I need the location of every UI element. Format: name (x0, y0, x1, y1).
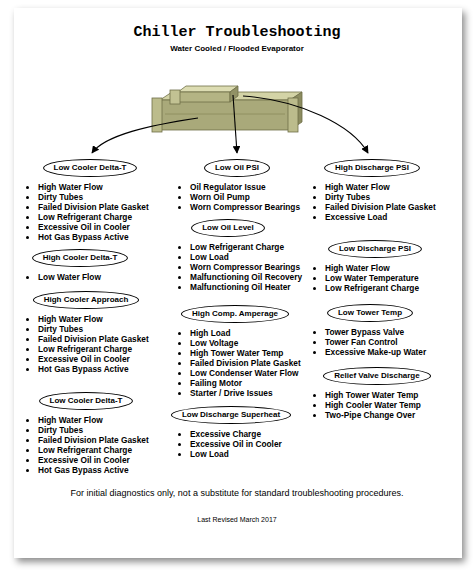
cause-item: Low Refrigerant Charge (325, 283, 455, 293)
symptom-group: Relief Valve DischargeHigh Tower Water T… (315, 364, 455, 420)
cause-item: Excessive Oil in Cooler (38, 455, 178, 465)
symptom-group: Low Cooler Delta-T High Water FlowDirty T… (28, 389, 178, 475)
cause-item: High Tower Water Temp (325, 390, 455, 400)
cause-item: Low Water Flow (38, 272, 178, 282)
cause-item: Malfunctioning Oil Recovery (190, 272, 320, 282)
cause-item: Hot Gas Bypass Active (38, 232, 178, 242)
cause-list: High LoadLow VoltageHigh Tower Water Tem… (180, 328, 320, 398)
cause-item: Low Load (190, 252, 320, 262)
symptom-group: High Cooler ApproachHigh Water FlowDirty… (28, 288, 178, 374)
cause-item: Low Condenser Water Flow (190, 368, 320, 378)
cause-item: Hot Gas Bypass Active (38, 364, 178, 374)
cause-item: High Water Flow (38, 415, 178, 425)
symptom-group: Low Tower TempTower Bypass ValveTower Fa… (315, 301, 455, 357)
cause-item: Excessive Make-up Water (325, 347, 455, 357)
cause-item: High Load (190, 328, 320, 338)
cause-item: Excessive Load (325, 212, 455, 222)
cause-list: High Water FlowDirty TubesFailed Divisio… (28, 314, 178, 374)
cause-item: Two-Pipe Change Over (325, 410, 455, 420)
symptom-group: High Cooler Delta-T Low Water Flow (28, 246, 178, 282)
cause-item: Worn Compressor Bearings (190, 262, 320, 272)
symptom-oval: High Comp. Amperage (181, 305, 289, 323)
cause-list: High Water FlowLow Water TemperatureLow … (315, 263, 455, 293)
symptom-oval: Low Discharge PSI (328, 240, 422, 258)
chiller-body (152, 86, 302, 132)
cause-list: High Water FlowDirty TubesFailed Divisio… (28, 415, 178, 475)
branch-arrows (92, 95, 368, 153)
symptom-oval: Low Cooler Delta-T (39, 392, 134, 410)
symptom-group: High Comp. AmperageHigh LoadLow VoltageH… (180, 302, 320, 398)
cause-item: Oil Regulator Issue (190, 182, 320, 192)
cause-list: Tower Bypass ValveTower Fan ControlExces… (315, 327, 455, 357)
cause-item: Excessive Oil in Cooler (190, 439, 320, 449)
cause-item: High Water Flow (38, 314, 178, 324)
cause-item: Excessive Oil in Cooler (38, 354, 178, 364)
cause-item: Tower Bypass Valve (325, 327, 455, 337)
cause-item: Dirty Tubes (38, 324, 178, 334)
cause-list: Oil Regulator IssueWorn Oil PumpWorn Com… (180, 182, 320, 212)
subtitle: Water Cooled / Flooded Evaporator (0, 44, 474, 53)
cause-item: Malfunctioning Oil Heater (190, 282, 320, 292)
cause-list: Low Water Flow (28, 272, 178, 282)
cause-item: Failed Division Plate Gasket (190, 358, 320, 368)
cause-item: High Water Flow (38, 182, 178, 192)
symptom-group: Low Oil PSI Oil Regulator IssueWorn Oil P… (180, 156, 320, 212)
revision-note: Last Revised March 2017 (0, 516, 474, 523)
symptom-group: Low Discharge PSI High Water FlowLow Wate… (315, 237, 455, 293)
cause-list: Low Refrigerant ChargeLow LoadWorn Compr… (180, 242, 320, 292)
symptom-oval: High Discharge PSI (324, 159, 420, 177)
cause-item: Failed Division Plate Gasket (38, 202, 178, 212)
symptom-oval: Low Oil Level (191, 219, 265, 237)
cause-item: High Water Flow (325, 182, 455, 192)
symptom-oval: High Cooler Delta-T (32, 249, 129, 267)
symptom-oval: High Cooler Approach (33, 291, 140, 309)
symptom-oval: Low Tower Temp (327, 304, 413, 322)
symptom-oval: Low Cooler Delta-T (43, 159, 138, 177)
caption: For initial diagnostics only, not a subs… (20, 488, 454, 498)
title: Chiller Troubleshooting (0, 24, 474, 41)
cause-list: High Water FlowDirty TubesFailed Divisio… (28, 182, 178, 242)
symptom-group: Low Discharge SuperheatExcessive ChargeE… (180, 403, 320, 459)
cause-item: Excessive Oil in Cooler (38, 222, 178, 232)
cause-item: Low Refrigerant Charge (38, 445, 178, 455)
symptom-group: Low Oil LevelLow Refrigerant ChargeLow L… (180, 216, 320, 292)
cause-item: Failing Motor (190, 378, 320, 388)
cause-item: Low Refrigerant Charge (38, 344, 178, 354)
symptom-oval: Relief Valve Discharge (323, 367, 430, 385)
cause-item: Excessive Charge (190, 429, 320, 439)
cause-list: High Tower Water TempHigh Cooler Water T… (315, 390, 455, 420)
cause-item: Dirty Tubes (325, 192, 455, 202)
cause-item: Low Water Temperature (325, 273, 455, 283)
symptom-group: High Discharge PSI High Water FlowDirty T… (315, 156, 455, 222)
cause-item: Tower Fan Control (325, 337, 455, 347)
cause-item: Dirty Tubes (38, 425, 178, 435)
symptom-oval: Low Oil PSI (204, 159, 270, 177)
cause-item: Hot Gas Bypass Active (38, 465, 178, 475)
cause-list: Excessive ChargeExcessive Oil in CoolerL… (180, 429, 320, 459)
cause-item: High Cooler Water Temp (325, 400, 455, 410)
symptom-group: Low Cooler Delta-T High Water FlowDirty T… (28, 156, 178, 242)
cause-item: Dirty Tubes (38, 192, 178, 202)
cause-item: High Tower Water Temp (190, 348, 320, 358)
cause-list: High Water FlowDirty TubesFailed Divisio… (315, 182, 455, 222)
cause-item: Low Load (190, 449, 320, 459)
cause-item: Worn Oil Pump (190, 192, 320, 202)
cause-item: Worn Compressor Bearings (190, 202, 320, 212)
cause-item: Starter / Drive Issues (190, 388, 320, 398)
cause-item: Low Refrigerant Charge (190, 242, 320, 252)
cause-item: High Water Flow (325, 263, 455, 273)
cause-item: Failed Division Plate Gasket (38, 334, 178, 344)
symptom-oval: Low Discharge Superheat (171, 406, 291, 424)
cause-item: Low Voltage (190, 338, 320, 348)
cause-item: Low Refrigerant Charge (38, 212, 178, 222)
cause-item: Failed Division Plate Gasket (325, 202, 455, 212)
cause-item: Failed Division Plate Gasket (38, 435, 178, 445)
